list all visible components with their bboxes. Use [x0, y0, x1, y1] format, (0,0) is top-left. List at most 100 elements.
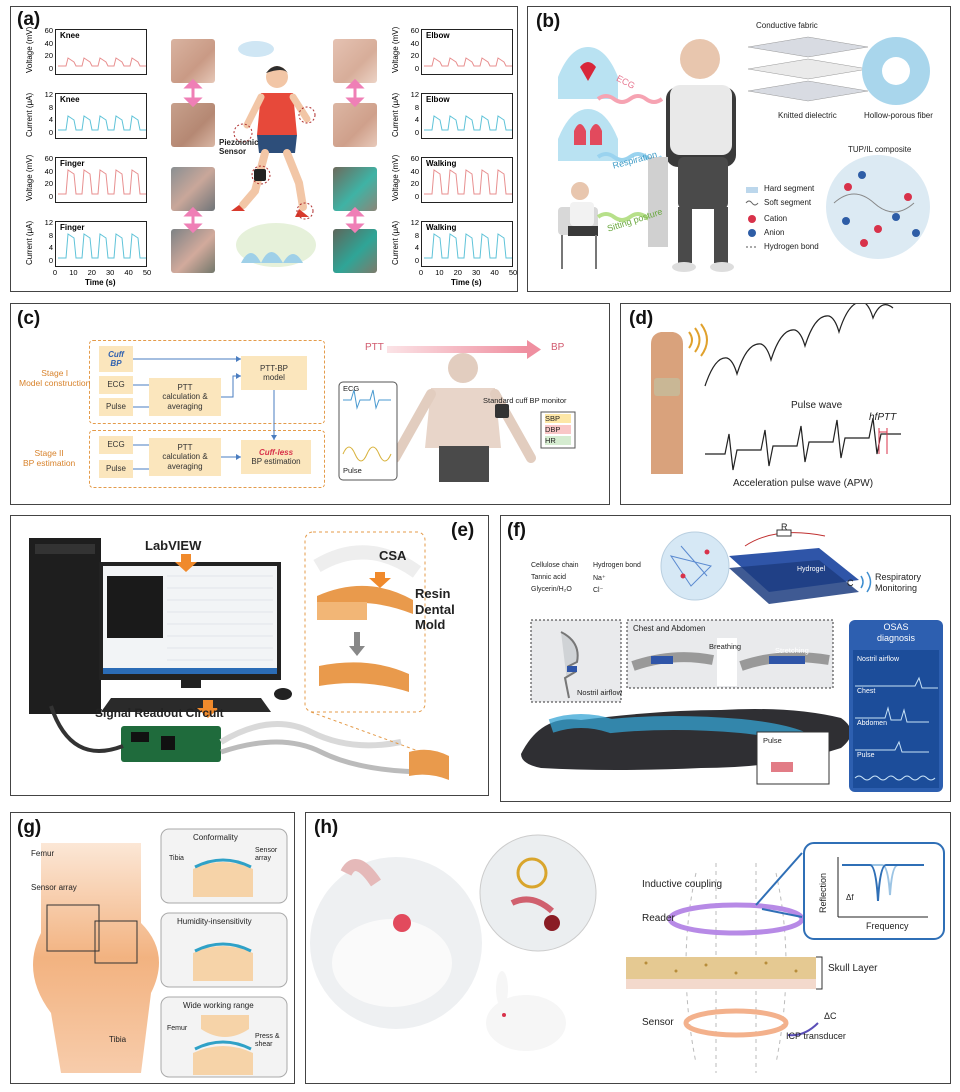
delta-f-label: Δf [846, 893, 854, 902]
waveform-plot: Walking [421, 221, 513, 267]
knee-photo-2 [171, 103, 215, 147]
chest-abdomen-label: Chest and Abdomen [633, 624, 706, 633]
plot-title: Finger [60, 223, 85, 232]
x-axis-label: Time (s) [451, 278, 482, 287]
panel-b-label: (b) [536, 11, 561, 32]
plot-title: Elbow [426, 95, 450, 104]
conformality-label: Conformality [193, 833, 238, 842]
ptt-label: PTT [365, 342, 384, 353]
reader-label: Reader [642, 913, 675, 924]
y-axis-label: Current (μA) [25, 220, 34, 265]
waveform-trace [58, 169, 146, 195]
plot-title: Walking [426, 223, 457, 232]
stage2-label: Stage II BP estimation [23, 448, 76, 469]
y-axis-label: Voltage (mV) [391, 26, 400, 73]
delta-c-label: ΔC [824, 1011, 837, 1021]
cation-label: Cation [764, 214, 788, 223]
panel-f: (f) Hydroge [500, 515, 951, 802]
x-tick-label: 20 [453, 268, 462, 277]
y-tick-label: 0 [48, 128, 53, 137]
y-tick-label: 12 [44, 90, 53, 99]
panel-g-label: (g) [17, 817, 42, 838]
bp-estimation-text: BP estimation [251, 457, 301, 466]
resin-mold-label: Resin Dental Mold [415, 586, 455, 633]
panel-e-label: (e) [451, 520, 475, 541]
y-axis-label: Voltage (mV) [25, 154, 34, 201]
pulse-box-1: Pulse [99, 398, 133, 416]
monitor-label: Standard cuff BP monitor [483, 396, 567, 405]
sbp-label: SBP [545, 414, 571, 423]
hfptt-label: hfPTT [869, 412, 897, 423]
femur-label: Femur [31, 849, 55, 858]
waveform-plot: Elbow [421, 29, 513, 75]
readout-circuit-label: Signal Readout Circuit [95, 706, 224, 720]
y-tick-label: 0 [48, 256, 53, 265]
press-shear-label: Press & shear [255, 1033, 280, 1048]
walking-photo-1 [333, 167, 377, 211]
panel-g: (g) Femur Sensor array Tibia Conformalit… [10, 812, 295, 1084]
r-label: R [781, 522, 788, 532]
sensor-array-label: Sensor array [31, 883, 77, 892]
waveform-line [424, 233, 512, 259]
f-legend-item: Hydrogen bond [593, 562, 641, 569]
y-tick-label: 40 [44, 38, 53, 48]
ecg-box-2: ECG [99, 436, 133, 454]
soft-segment-label: Soft segment [764, 198, 812, 207]
pulse-box-2: Pulse [99, 460, 133, 478]
y-tick-label: 0 [48, 192, 53, 201]
y-tick-label: 12 [44, 218, 53, 227]
f-legend-item: Cellulose chain [531, 562, 579, 569]
runner-illustration [231, 41, 316, 267]
cuff-bp-box: Cuff BP [99, 346, 133, 372]
conductive-fabric-label: Conductive fabric [756, 21, 818, 30]
waveform-line [58, 115, 146, 131]
waveform-trace [58, 57, 146, 67]
icp-transducer-label: ICP transducer [786, 1031, 846, 1041]
x-tick-label: 10 [69, 268, 78, 277]
y-tick-label: 0 [414, 256, 419, 265]
pulse-wave-label: Pulse wave [791, 400, 843, 411]
stretching-label: Stretching [775, 646, 809, 655]
labview-label: LabVIEW [145, 538, 202, 553]
y-tick-label: 4 [414, 243, 419, 253]
pink-arrows [183, 78, 365, 234]
waveform-plot: Finger [55, 157, 147, 203]
y-tick-label: 8 [48, 230, 53, 240]
y-axis-label: Voltage (mV) [25, 26, 34, 73]
reflection-label: Reflection [818, 872, 828, 913]
y-tick-label: 60 [44, 154, 53, 163]
y-tick-label: 8 [48, 102, 53, 112]
x-tick-label: 30 [106, 268, 115, 277]
panel-c-label: (c) [17, 308, 41, 329]
breathing-label: Breathing [709, 642, 742, 651]
anion-label: Anion [764, 228, 785, 237]
elbow-photo-1 [333, 39, 377, 83]
skull-layer-label: Skull Layer [828, 963, 878, 974]
inductive-coupling-label: Inductive coupling [642, 879, 723, 890]
sensor-array-inset-label: Sensor array [255, 847, 278, 862]
waveform-line [424, 57, 512, 67]
y-tick-label: 8 [414, 230, 419, 240]
f-legend-item: Glycerin/H₂O [531, 586, 572, 593]
f-legend-item: Cl⁻ [593, 587, 604, 594]
c-label: C [847, 578, 854, 588]
waveform-plot: Finger [55, 221, 147, 267]
ptt-bp-model-box: PTT-BP model [241, 356, 307, 390]
nostril-label: Nostril airflow [577, 688, 623, 697]
hydrogel-label: Hydrogel [797, 566, 826, 573]
plot-title: Knee [60, 95, 80, 104]
waveform-line [58, 233, 146, 259]
osas-row-label: Abdomen [857, 720, 887, 727]
waveform-plot: Knee [55, 29, 147, 75]
waveform-trace [424, 57, 512, 67]
osas-title: OSAS diagnosis [876, 622, 916, 643]
waveform-trace [424, 233, 512, 259]
waveform-line [58, 169, 146, 195]
y-axis-label: Current (μA) [391, 92, 400, 137]
plot-title: Finger [60, 159, 85, 168]
composite-label: TUP/IL composite [848, 145, 912, 154]
x-tick-label: 20 [87, 268, 96, 277]
y-tick-label: 40 [44, 166, 53, 176]
panel-a: (a) Piezo [10, 6, 518, 292]
hard-segment-label: Hard segment [764, 184, 815, 193]
